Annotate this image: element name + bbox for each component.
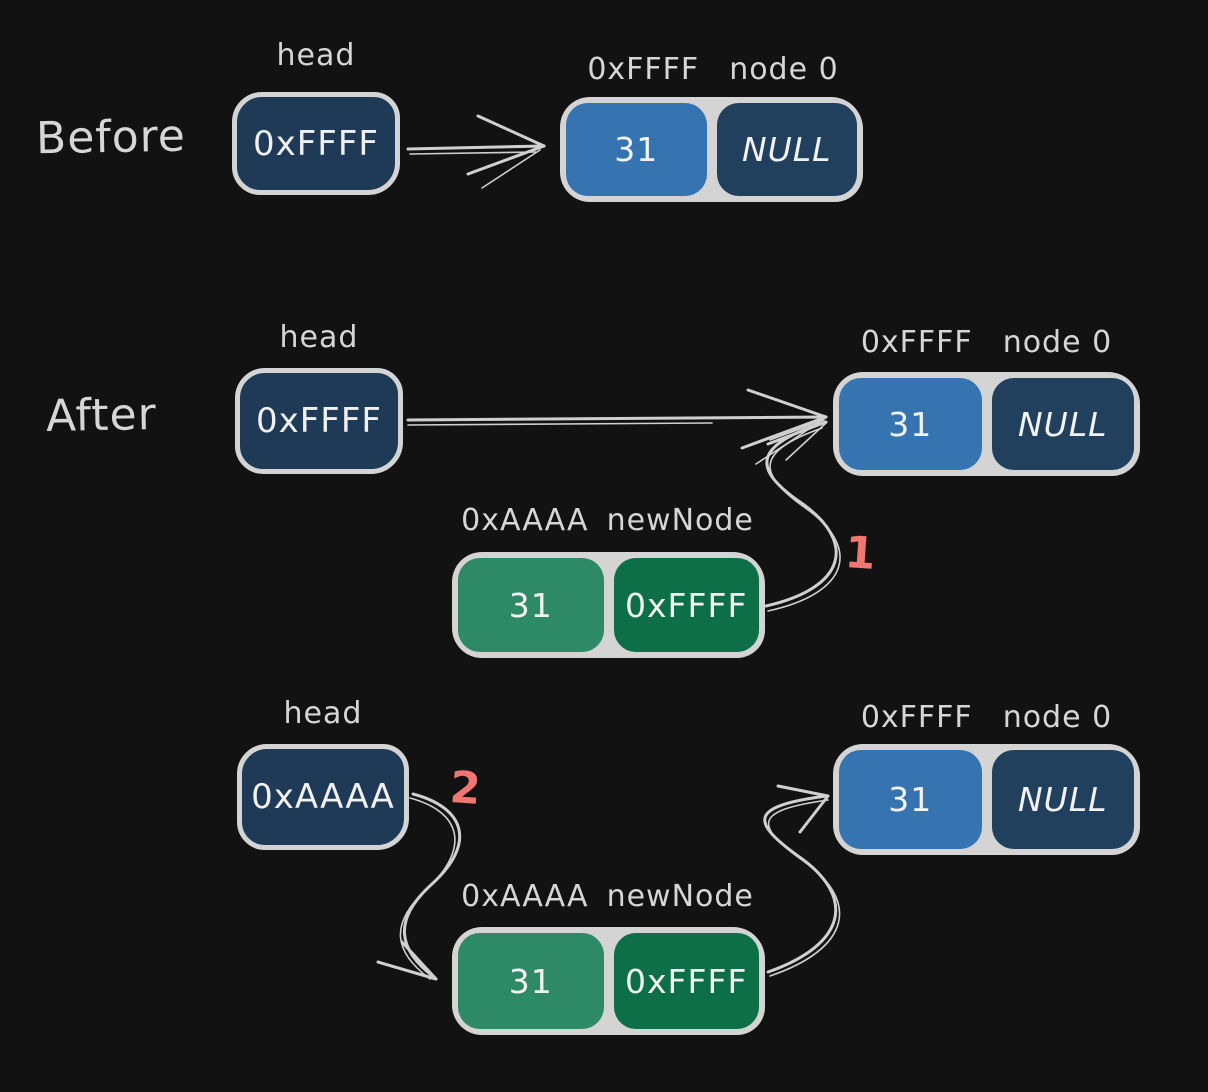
bottom-newnode-box: 31 0xFFFF	[452, 927, 765, 1035]
before-head-value: 0xFFFF	[253, 123, 379, 164]
node-address: 0xFFFF	[860, 325, 973, 360]
node-name: node 0	[729, 52, 839, 87]
node-data-value: 31	[508, 961, 553, 1001]
bottom-node0-data-cell: 31	[839, 750, 982, 849]
after-section-label: After	[45, 389, 158, 442]
step2-marker: 2	[448, 761, 483, 816]
before-pointer-arrow	[406, 114, 546, 189]
node-name: node 0	[1002, 325, 1113, 360]
node-next-value: NULL	[1017, 780, 1108, 819]
after-newnode-box: 31 0xFFFF	[452, 552, 765, 658]
node-address: 0xAAAA	[461, 503, 589, 538]
before-node0-next-cell: NULL	[716, 103, 857, 196]
bottom-newnode-label: 0xAAAA newNode	[445, 879, 770, 914]
before-head-label: head	[276, 38, 356, 73]
bottom-node0-next-cell: NULL	[991, 750, 1134, 849]
before-head-box: 0xFFFF	[232, 92, 400, 195]
bottom-head-box: 0xAAAA	[237, 744, 409, 850]
bottom-node0-label: 0xFFFF node 0	[833, 700, 1140, 735]
after-newnode-data-cell: 31	[458, 558, 604, 652]
after-node0-data-cell: 31	[839, 378, 982, 470]
after-head-label: head	[279, 320, 359, 355]
node-data-value: 31	[888, 404, 933, 444]
after-head-pointer-arrow	[406, 388, 828, 465]
after-newnode-label: 0xAAAA newNode	[445, 503, 770, 538]
node-name: newNode	[606, 879, 754, 914]
before-node0-data-cell: 31	[566, 103, 707, 196]
bottom-newnode-next-cell: 0xFFFF	[613, 933, 759, 1029]
bottom-head-label: head	[283, 696, 363, 731]
before-node0-box: 31 NULL	[560, 97, 863, 202]
bottom-head-value: 0xAAAA	[251, 777, 395, 817]
node-address: 0xAAAA	[461, 879, 589, 914]
newnode-next-arrow-step1	[764, 420, 841, 612]
after-head-value: 0xFFFF	[256, 401, 382, 441]
node-data-value: 31	[614, 130, 659, 169]
node-next-value: 0xFFFF	[625, 585, 748, 625]
node-name: newNode	[606, 503, 754, 538]
step1-marker: 1	[843, 526, 878, 581]
node-name: node 0	[1002, 700, 1113, 735]
node-next-value: NULL	[1017, 404, 1108, 444]
before-node0-label: 0xFFFF node 0	[548, 52, 878, 87]
before-section-label: Before	[35, 110, 187, 165]
bottom-newnode-data-cell: 31	[458, 933, 604, 1029]
node-data-value: 31	[508, 585, 553, 625]
after-node0-label: 0xFFFF node 0	[833, 325, 1140, 360]
after-node0-next-cell: NULL	[991, 378, 1134, 470]
node-next-value: NULL	[741, 130, 832, 169]
after-newnode-next-cell: 0xFFFF	[613, 558, 759, 652]
node-data-value: 31	[888, 780, 933, 819]
node-next-value: 0xFFFF	[625, 961, 748, 1001]
after-head-box: 0xFFFF	[235, 368, 403, 474]
newnode-next-arrow-bottom	[763, 784, 841, 977]
node-address: 0xFFFF	[587, 52, 700, 87]
after-node0-box: 31 NULL	[833, 372, 1140, 476]
node-address: 0xFFFF	[860, 700, 973, 735]
bottom-node0-box: 31 NULL	[833, 744, 1140, 855]
